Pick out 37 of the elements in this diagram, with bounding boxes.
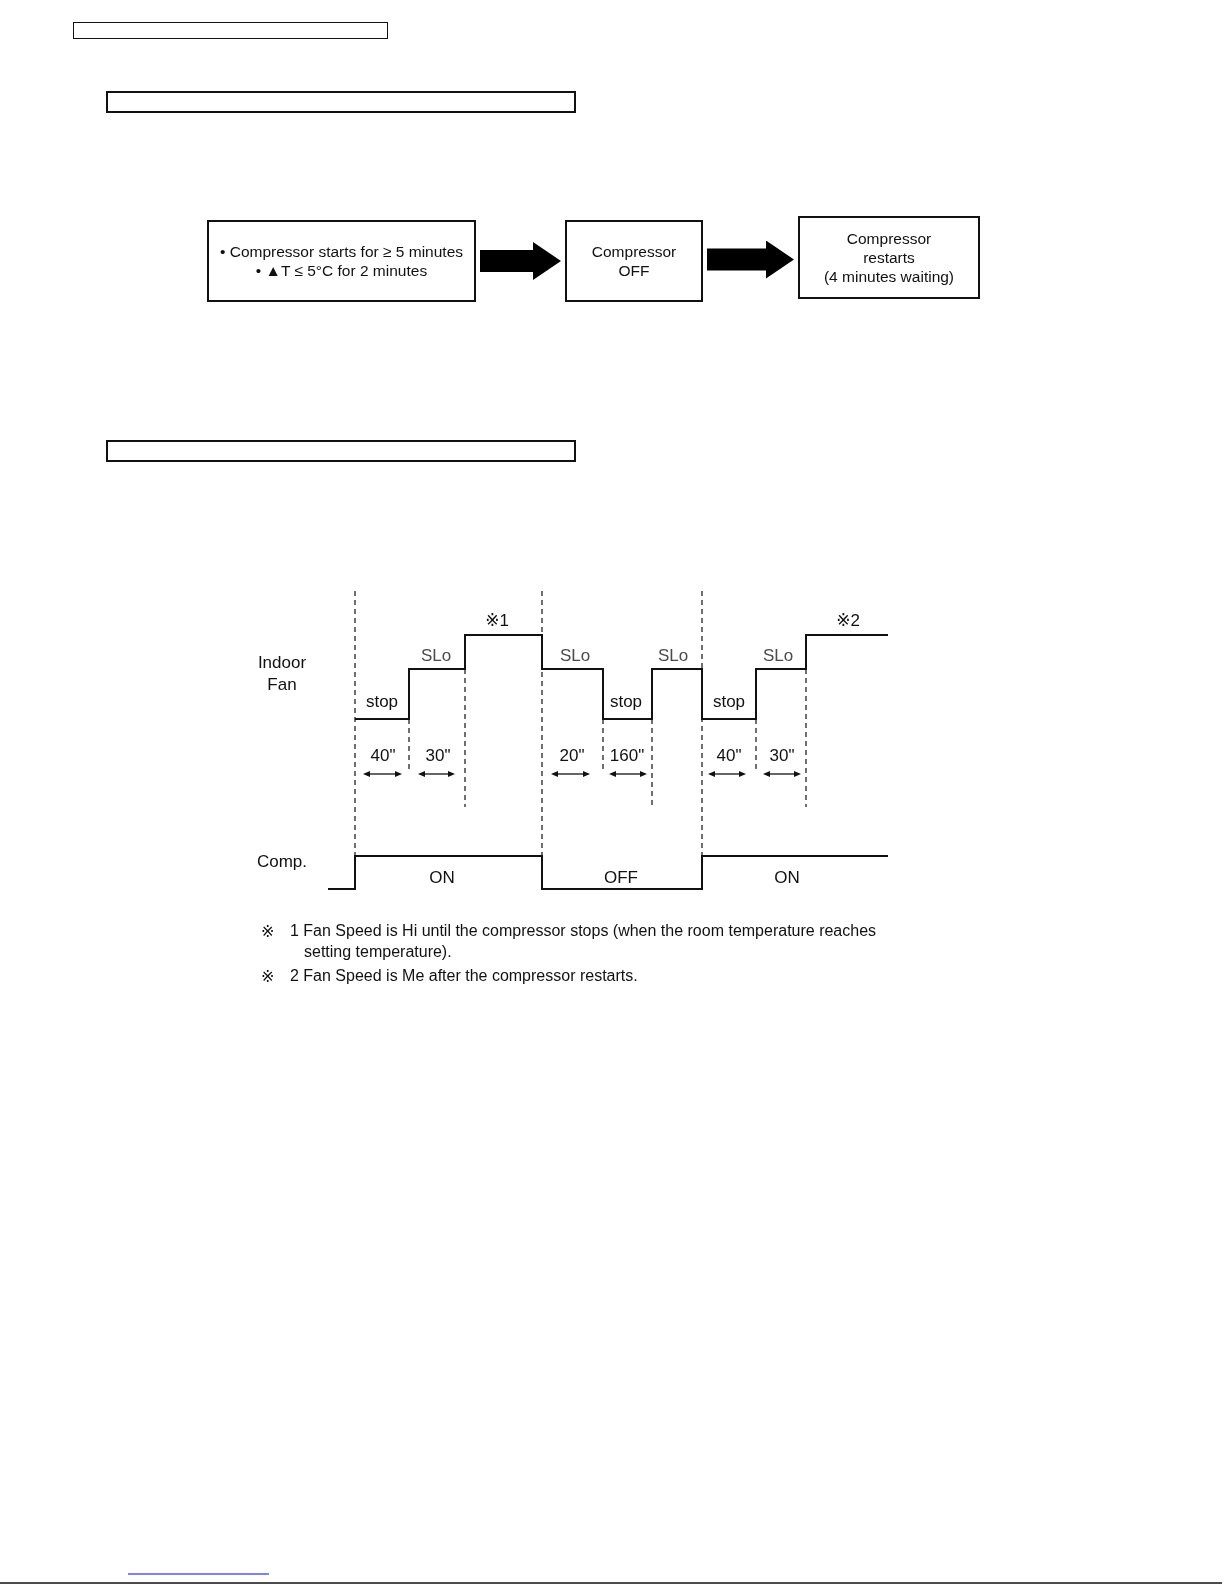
- state-label: ON: [774, 869, 800, 887]
- box-text: • Compressor starts for ≥ 5 minutes: [219, 242, 464, 261]
- state-label: OFF: [604, 869, 638, 887]
- fan-speed-label: SLo: [762, 646, 794, 666]
- signal-name: Indoor Fan: [256, 652, 308, 696]
- footnote-mark: ※1: [485, 611, 509, 631]
- reference-mark: ※: [261, 966, 275, 987]
- reference-mark: ※: [261, 921, 275, 942]
- duration-label: 40": [370, 746, 396, 766]
- block-arrow: [707, 240, 794, 279]
- block-arrow: [480, 242, 561, 280]
- box-text: (4 minutes waiting): [823, 267, 955, 286]
- footnote-mark: ※2: [836, 611, 860, 631]
- process-box: [207, 220, 476, 302]
- fan-speed-label: SLo: [420, 646, 452, 666]
- duration-label: 30": [769, 746, 795, 766]
- fan-speed-label: stop: [712, 692, 746, 712]
- box-text: • ▲T ≤ 5°C for 2 minutes: [255, 261, 428, 280]
- box-text: Compressor OFF: [590, 242, 678, 280]
- fan-speed-label: stop: [365, 692, 399, 712]
- state-label: ON: [429, 869, 455, 887]
- duration-label: 160": [609, 746, 645, 766]
- empty-frame: [73, 22, 388, 39]
- duration-label: 20": [559, 746, 585, 766]
- fan-speed-label: SLo: [559, 646, 591, 666]
- footnote-text: 2 Fan Speed is Me after the compressor restarts.: [290, 966, 638, 986]
- process-box: [565, 220, 703, 302]
- duration-label: 40": [716, 746, 742, 766]
- empty-frame: [106, 91, 576, 113]
- box-text: Compressor restarts: [845, 229, 933, 267]
- empty-frame: [106, 440, 576, 462]
- duration-label: 30": [425, 746, 451, 766]
- signal-name: Comp.: [256, 852, 308, 872]
- footnote-text: 1 Fan Speed is Hi until the compressor stops (when the room temperature reaches setting temperature).: [290, 921, 878, 962]
- fan-speed-label: SLo: [657, 646, 689, 666]
- process-box: [798, 216, 980, 299]
- fan-speed-label: stop: [609, 692, 643, 712]
